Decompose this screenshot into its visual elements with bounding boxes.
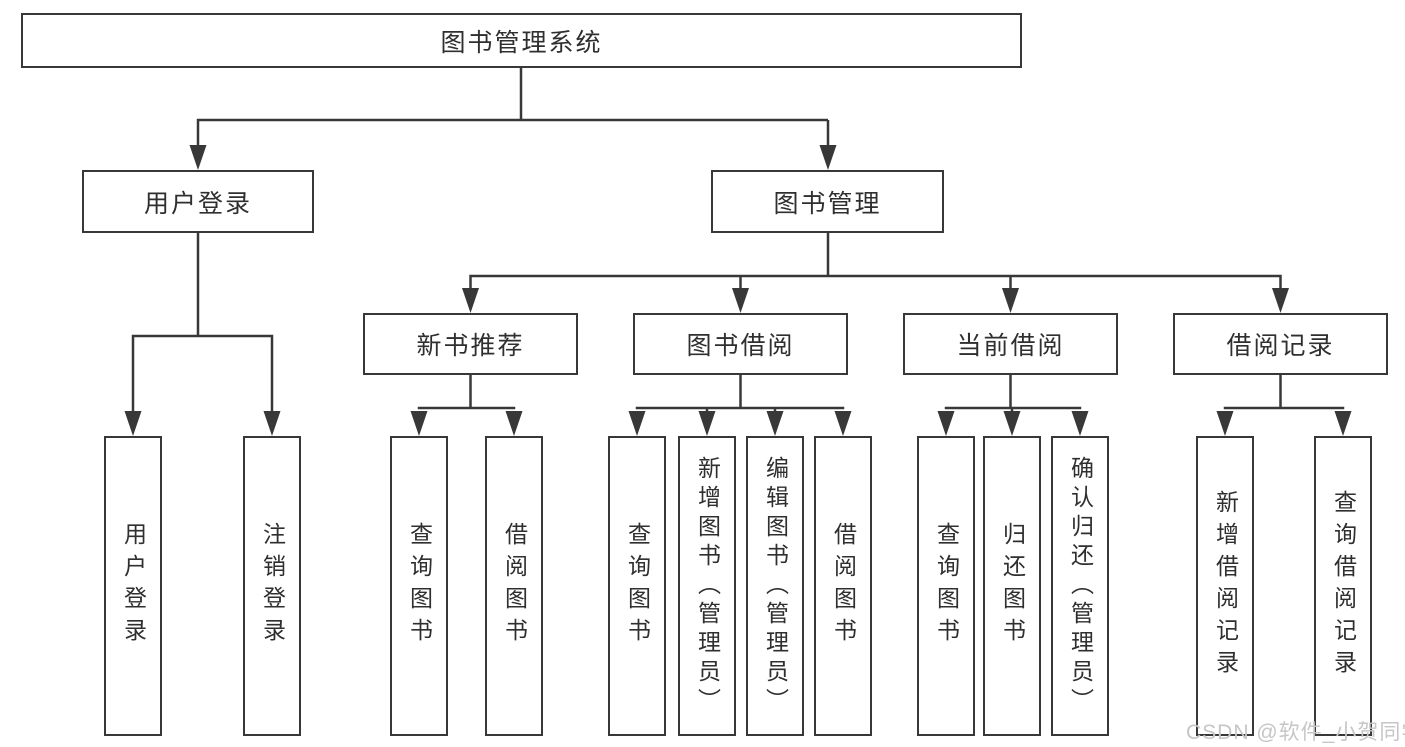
node-root: 图书管理系统 xyxy=(21,13,1022,68)
node-book-management-label: 图书管理 xyxy=(773,189,882,218)
csdn-watermark: CSDN @软件_小贺同学 xyxy=(1186,721,1405,744)
leaf-query-borrow-record: 查询借阅记录 xyxy=(1314,436,1372,736)
node-new-book-recommend-label: 新书推荐 xyxy=(416,332,525,360)
node-book-borrowing-label: 图书借阅 xyxy=(686,332,795,360)
node-borrowing-records-label: 借阅记录 xyxy=(1226,332,1335,360)
leaf-add-book-admin: 新增图书（管理员） xyxy=(678,436,736,736)
leaf-query-books-current: 查询图书 xyxy=(917,436,975,736)
leaf-user-login: 用户登录 xyxy=(104,436,162,736)
leaf-query-books-borrowing: 查询图书 xyxy=(608,436,666,736)
leaf-query-books-recommend: 查询图书 xyxy=(390,436,448,736)
node-borrowing-records: 借阅记录 xyxy=(1173,313,1388,375)
node-current-borrowing: 当前借阅 xyxy=(903,313,1118,375)
leaf-return-books: 归还图书 xyxy=(983,436,1041,736)
leaf-logout: 注销登录 xyxy=(243,436,301,736)
node-user-login-label: 用户登录 xyxy=(143,189,252,218)
leaf-borrow-books-recommend: 借阅图书 xyxy=(485,436,543,736)
node-book-management: 图书管理 xyxy=(711,170,944,233)
node-user-login: 用户登录 xyxy=(82,170,314,233)
node-book-borrowing: 图书借阅 xyxy=(633,313,848,375)
leaf-add-borrow-record: 新增借阅记录 xyxy=(1196,436,1254,736)
node-current-borrowing-label: 当前借阅 xyxy=(956,332,1065,360)
leaf-confirm-return-admin: 确认归还（管理员） xyxy=(1051,436,1109,736)
leaf-edit-book-admin: 编辑图书（管理员） xyxy=(746,436,804,736)
leaf-borrow-books-borrowing: 借阅图书 xyxy=(814,436,872,736)
node-new-book-recommend: 新书推荐 xyxy=(363,313,578,375)
node-root-label: 图书管理系统 xyxy=(440,28,603,57)
